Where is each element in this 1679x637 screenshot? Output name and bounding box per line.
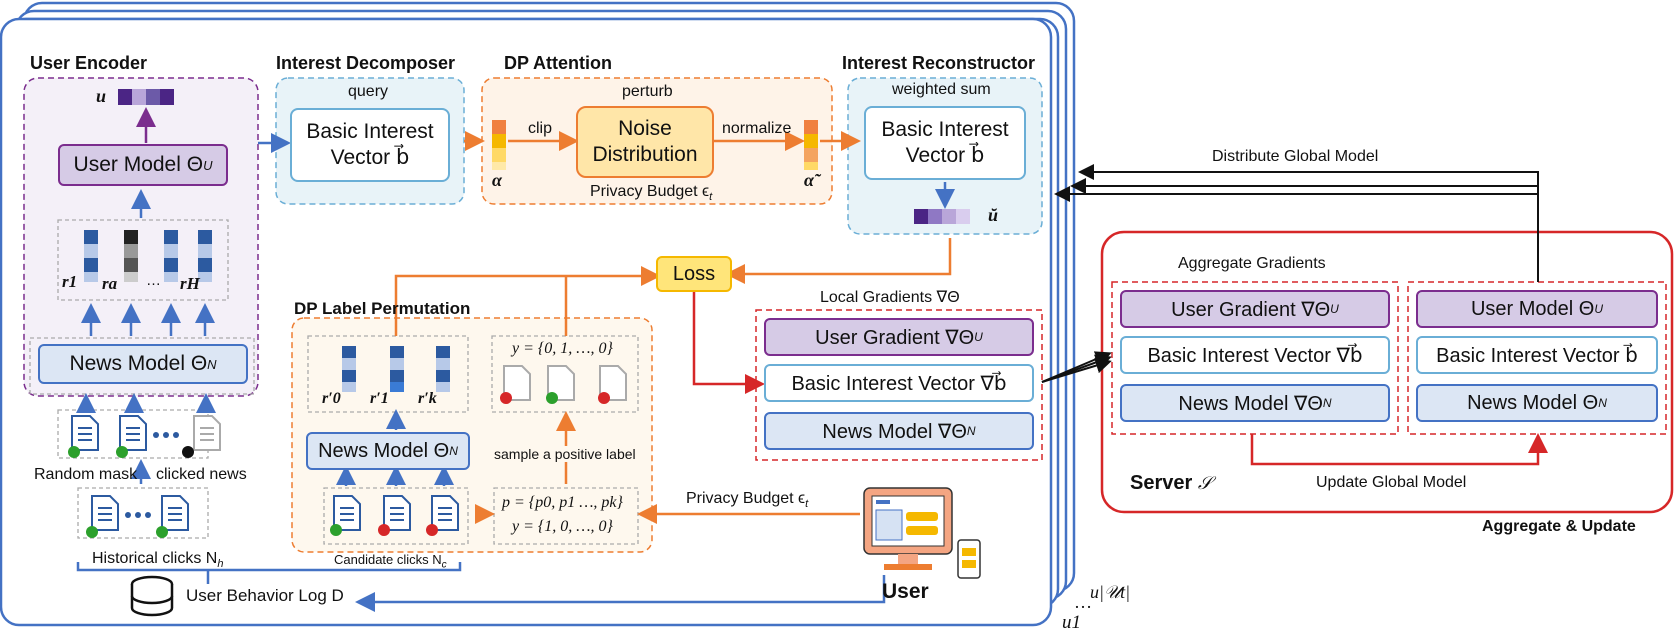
perm-budget-label: Privacy Budget ϵt [686, 490, 809, 511]
u-last-label: u|𝒰t| [1090, 582, 1131, 602]
local-gradients-title: Local Gradients ∇Θ [820, 289, 960, 306]
loss-box[interactable]: Loss [656, 256, 732, 292]
server-basic-vector-grad-box[interactable]: Basic Interest Vector ∇b⃗ [1120, 336, 1390, 374]
document-icons [71, 415, 459, 531]
loss-label: Loss [672, 262, 716, 285]
r0-prime-label: r′0 [322, 390, 341, 407]
clicked-news-label: clicked news [156, 466, 247, 483]
u-dots-label: … [1074, 592, 1092, 612]
reconstructor-vector-box[interactable]: Basic Interest Vector b⃗ [864, 106, 1026, 180]
weighted-sum-label: weighted sum [892, 81, 991, 98]
perturb-label: perturb [622, 83, 673, 100]
normalize-label: normalize [722, 120, 792, 137]
update-global-label: Update Global Model [1316, 474, 1467, 491]
r-dots-label: … [146, 272, 161, 289]
local-basic-vector-box[interactable]: Basic Interest Vector ∇b⃗ [764, 364, 1034, 402]
server-basic-vector-box[interactable]: Basic Interest Vector b⃗ [1416, 336, 1658, 374]
query-label: query [348, 83, 389, 100]
u-label: u [96, 86, 107, 106]
decomposer-vector-label: Basic Interest Vector b⃗ [306, 119, 434, 169]
decomposer-vector-box[interactable]: Basic Interest Vector b⃗ [290, 108, 450, 182]
u-vector [118, 89, 174, 105]
dp-budget-label: Privacy Budget ϵt [590, 183, 713, 204]
alpha-tilde-bar [804, 120, 818, 170]
alpha-tilde-label: α̃ [804, 170, 814, 190]
aggregate-gradients-label: Aggregate Gradients [1178, 255, 1326, 272]
user-computer-icon [863, 487, 981, 579]
user-label: User [882, 580, 929, 603]
r-columns [84, 230, 212, 282]
user-encoder-title: User Encoder [30, 53, 148, 73]
alpha-bar [492, 120, 506, 170]
rh-label: rH [180, 274, 200, 293]
ra-label: ra [102, 274, 118, 293]
database-icon [130, 575, 174, 617]
distribute-label: Distribute Global Model [1212, 148, 1379, 165]
u-check-vector [914, 209, 970, 224]
aggregate-update-label: Aggregate & Update [1482, 518, 1636, 535]
alpha-label: α [492, 170, 502, 190]
interest-decomposer-title: Interest Decomposer [276, 53, 456, 73]
dp-attention-title: DP Attention [504, 53, 612, 73]
sample-label: sample a positive label [494, 446, 636, 462]
server-label: Server 𝒮 [1130, 472, 1212, 494]
y-set-label: y = {0, 1, …, 0} [512, 340, 613, 357]
r1-label: r1 [62, 272, 78, 291]
u-check-label: ŭ [988, 205, 999, 225]
user-model-label: User Model Θ [73, 153, 204, 176]
rk-prime-label: r′k [418, 390, 437, 407]
r1-prime-label: r′1 [370, 390, 389, 407]
random-mask-label: Random mask [34, 466, 138, 483]
noise-distribution-label: Noise Distribution [592, 116, 698, 166]
u1-label: u1 [1062, 612, 1081, 633]
news-model-label: News Model Θ [69, 352, 208, 375]
clip-label: clip [528, 120, 553, 137]
historical-clicks-label: Historical clicks Nh [92, 550, 224, 571]
noise-distribution-box[interactable]: Noise Distribution [576, 106, 714, 178]
y-set2-label: y = {1, 0, …, 0} [512, 518, 613, 535]
server-symbol: 𝒮 [1197, 473, 1212, 493]
behavior-log-label: User Behavior Log D [186, 586, 344, 605]
reconstructor-vector-label: Basic Interest Vector b⃗ [881, 117, 1009, 167]
p-set-label: p = {p0, p1 …, pk} [502, 494, 623, 511]
candidate-clicks-label: Candidate clicks Nc [334, 552, 447, 571]
status-dots [68, 392, 610, 538]
r-prime-columns [342, 346, 450, 392]
interest-reconstructor-title: Interest Reconstructor [842, 53, 1036, 73]
dp-label-permutation-title: DP Label Permutation [294, 299, 471, 318]
